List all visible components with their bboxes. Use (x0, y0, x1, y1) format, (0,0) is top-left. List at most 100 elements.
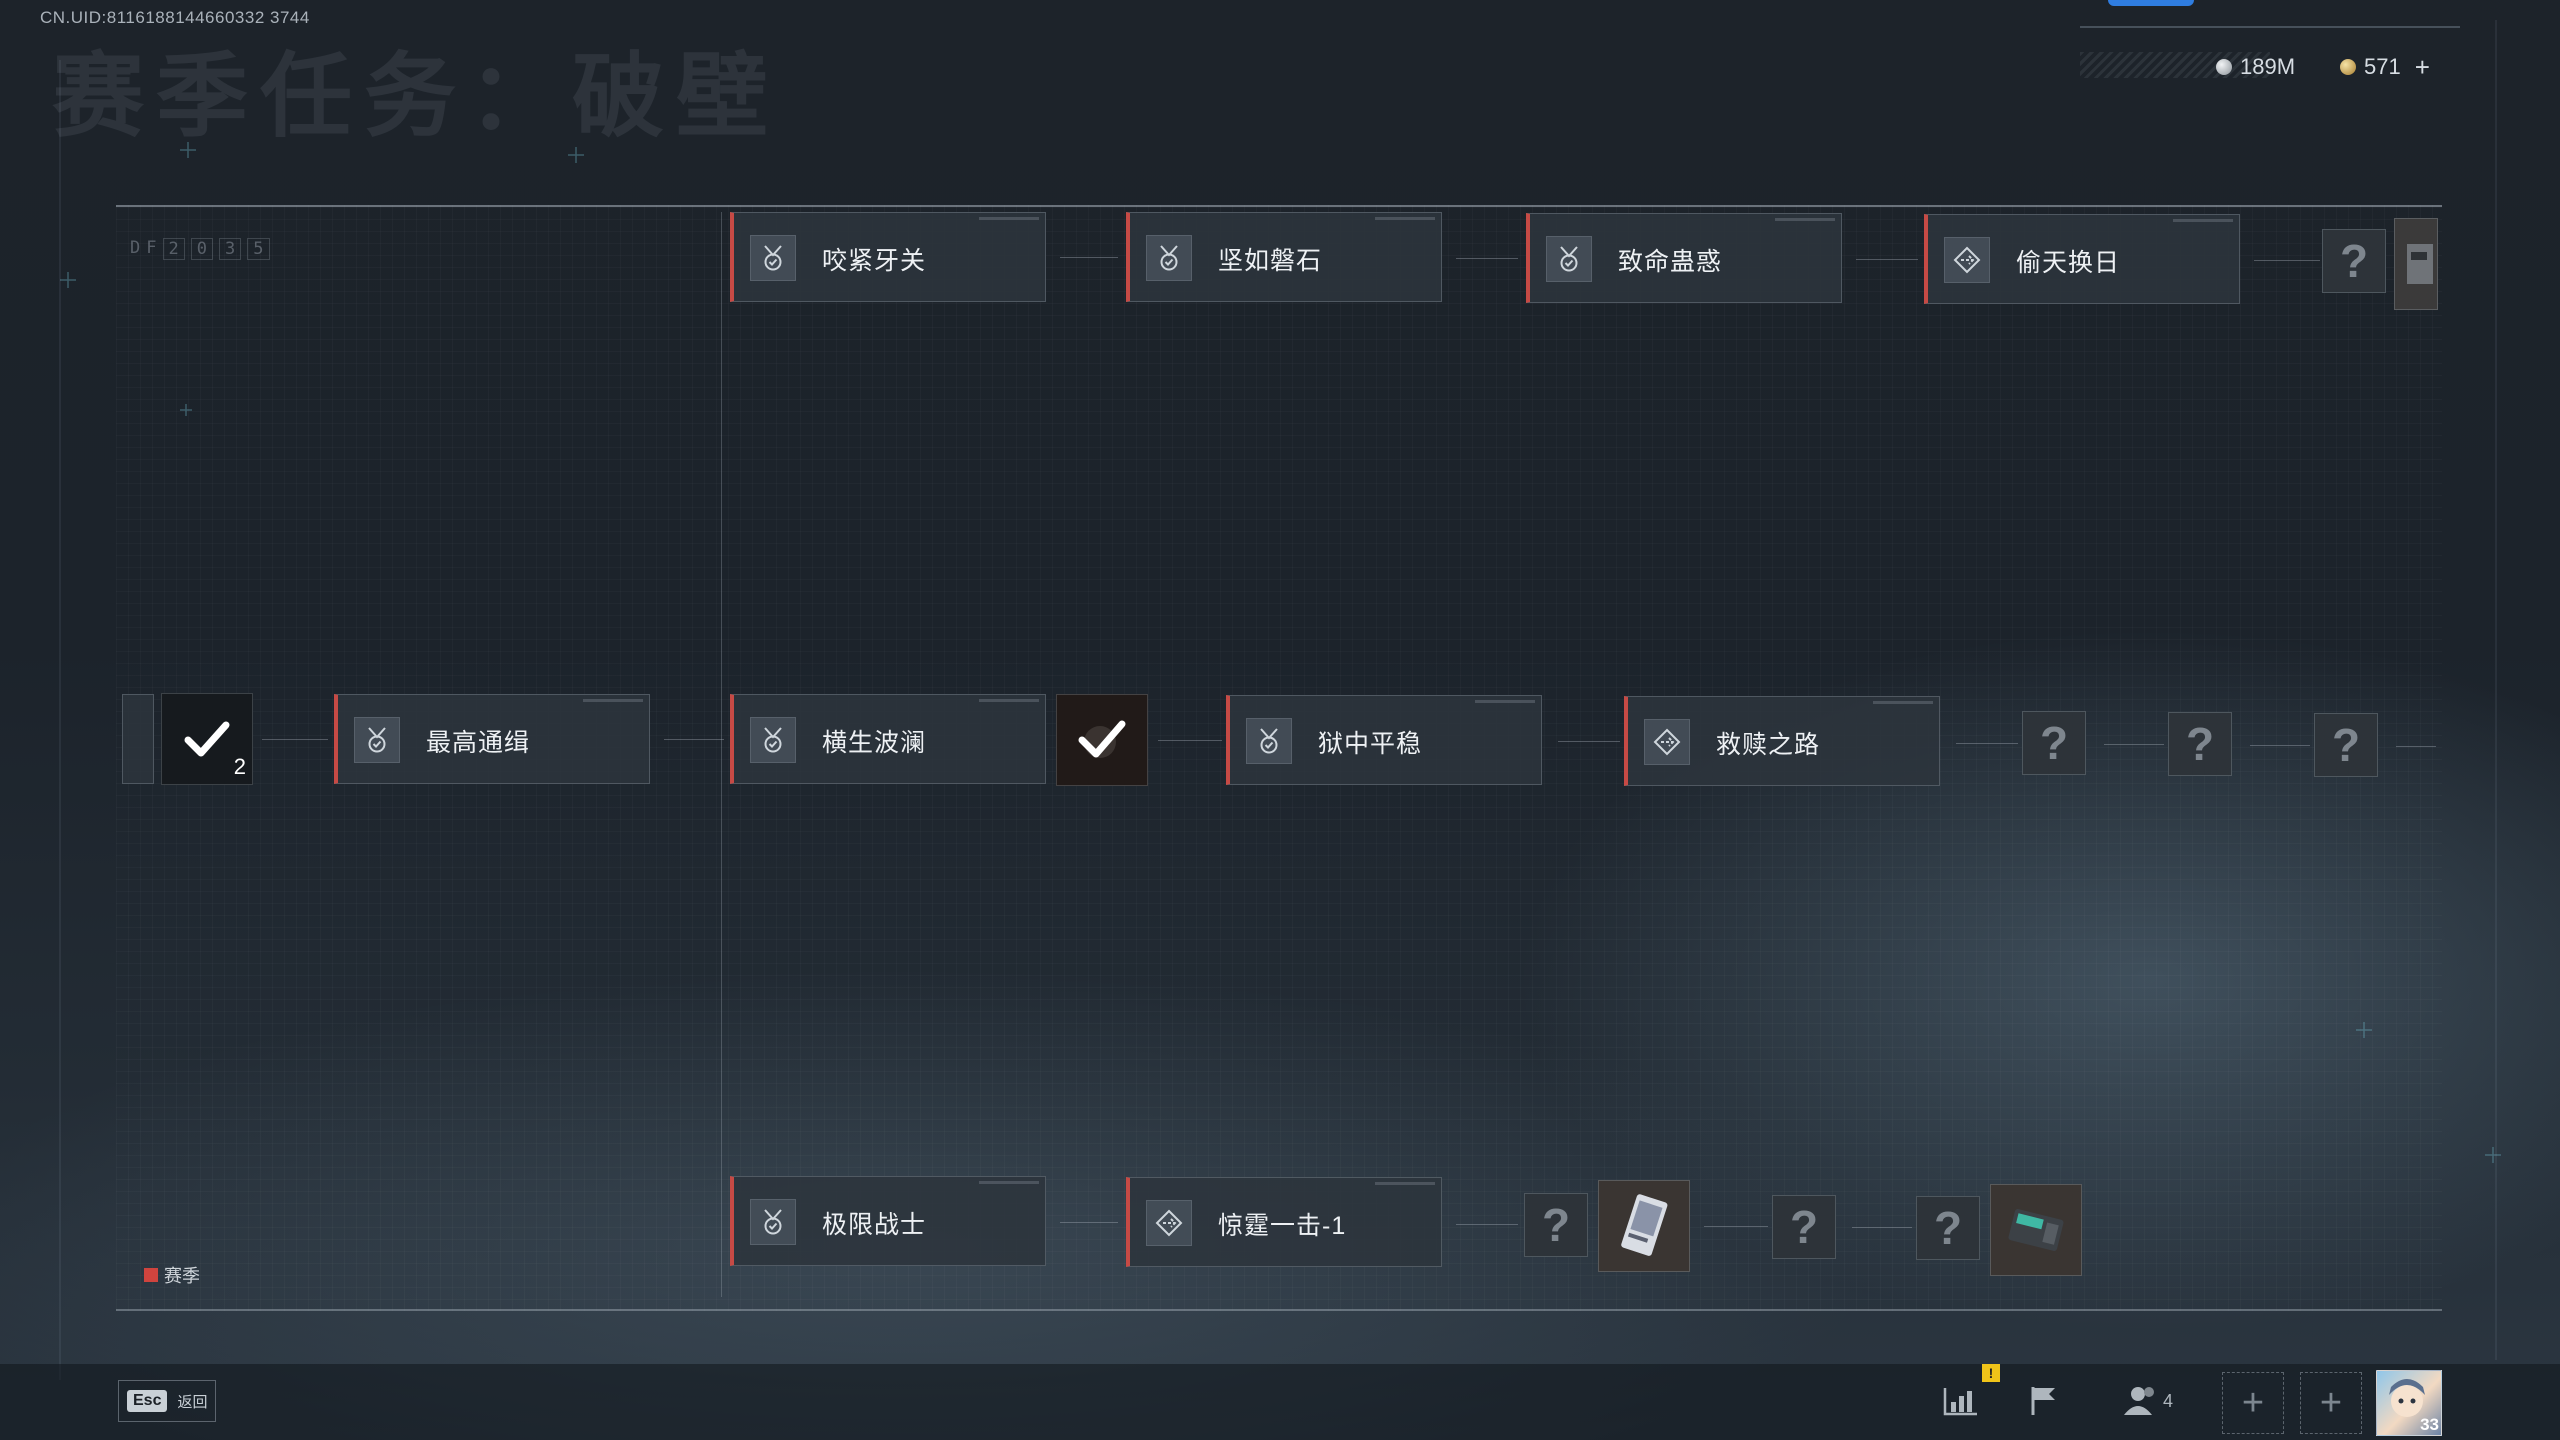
hatch-decoration (2080, 52, 2270, 78)
task-card-row3-1[interactable]: 极限战士 (730, 1176, 1046, 1266)
connector (1060, 1222, 1118, 1223)
card-tick (583, 699, 643, 702)
add-squad-slot-2[interactable]: + (2300, 1372, 2362, 1434)
medal-check-icon (1546, 236, 1592, 282)
task-card-row2-3[interactable]: 狱中平稳 (1226, 695, 1542, 785)
back-button[interactable]: Esc 返回 (118, 1380, 217, 1422)
card-tick (1873, 701, 1933, 704)
currency-gold: 571 + (2340, 54, 2430, 80)
currency-silver-value: 189M (2240, 54, 2296, 79)
unknown-reward[interactable]: ? (2314, 713, 2378, 777)
task-label: 偷天换日 (2016, 249, 2121, 277)
connector (1060, 257, 1118, 258)
connector (1158, 740, 1222, 741)
medal-check-icon (1146, 235, 1192, 281)
connector (2396, 746, 2436, 747)
task-card-row1-2[interactable]: 坚如磐石 (1126, 212, 1442, 302)
avatar[interactable]: 33 (2376, 1370, 2442, 1436)
add-currency-button[interactable]: + (2414, 52, 2430, 82)
card-tick (979, 699, 1039, 702)
task-label: 咬紧牙关 (822, 247, 927, 275)
connector (1704, 1226, 1768, 1227)
reward-item-case[interactable] (1990, 1184, 2082, 1276)
task-card-row1-1[interactable]: 咬紧牙关 (730, 212, 1046, 302)
legend-label: 赛季 (164, 1266, 200, 1286)
connector (1956, 743, 2018, 744)
task-card-row2-1[interactable]: 最高通缉 (334, 694, 650, 784)
alert-badge: ! (1982, 1364, 2000, 1382)
offscreen-card-edge (122, 694, 154, 784)
task-card-row3-2[interactable]: 惊霆一击-1 (1126, 1177, 1442, 1267)
reward-item-partial[interactable] (2394, 218, 2438, 310)
unknown-reward[interactable]: ? (1916, 1196, 1980, 1260)
task-label: 最高通缉 (426, 729, 531, 757)
add-squad-slot-1[interactable]: + (2222, 1372, 2284, 1434)
task-card-row2-2[interactable]: 横生波澜 (730, 694, 1046, 784)
task-label: 横生波澜 (822, 729, 927, 757)
friends-button[interactable]: 4 (2112, 1378, 2182, 1424)
diamond-arrow-icon (1944, 237, 1990, 283)
page-title: 赛季任务：破壁 (52, 46, 781, 148)
panel-divider (721, 212, 722, 1297)
task-label: 惊霆一击-1 (1218, 1212, 1347, 1240)
card-tick (979, 217, 1039, 220)
checkmark-icon (1078, 720, 1126, 758)
currency-silver: 189M (2216, 54, 2295, 80)
diamond-arrow-icon (1644, 719, 1690, 765)
connector (1558, 741, 1620, 742)
users-icon (2123, 1387, 2154, 1415)
task-label: 极限战士 (822, 1211, 927, 1239)
esc-key-badge: Esc (127, 1390, 168, 1412)
medal-check-icon (750, 717, 796, 763)
task-label: 狱中平稳 (1318, 730, 1423, 758)
stats-button[interactable] (1936, 1378, 1986, 1424)
task-card-row1-3[interactable]: 致命蛊惑 (1526, 213, 1842, 303)
completed-reward[interactable]: 2 (161, 693, 253, 785)
currency-gold-value: 571 (2364, 54, 2401, 79)
top-accent-tab (2108, 0, 2194, 6)
gold-coin-icon (2340, 59, 2356, 75)
card-tick (979, 1181, 1039, 1184)
user-uid: CN.UID:8116188144660332 3744 (40, 8, 310, 27)
task-label: 致命蛊惑 (1618, 248, 1723, 276)
checkmark-icon (184, 721, 230, 757)
card-tick (1775, 218, 1835, 221)
connector (1852, 1227, 1912, 1228)
medal-check-icon (750, 1199, 796, 1245)
legend: 赛季 (144, 1262, 200, 1288)
connector (2250, 745, 2310, 746)
friends-count: 4 (2162, 1390, 2173, 1411)
reward-item-card[interactable] (1598, 1180, 1690, 1272)
reward-count: 2 (233, 754, 246, 779)
flag-icon (2031, 1387, 2055, 1415)
diamond-arrow-icon (1146, 1200, 1192, 1246)
connector (262, 739, 328, 740)
connector (664, 739, 724, 740)
unknown-reward[interactable]: ? (2022, 711, 2086, 775)
top-divider (2080, 26, 2460, 28)
medal-check-icon (750, 235, 796, 281)
card-tick (1375, 217, 1435, 220)
unknown-reward[interactable]: ? (1524, 1193, 1588, 1257)
card-tick (2173, 219, 2233, 222)
unknown-reward[interactable]: ? (1772, 1195, 1836, 1259)
task-card-row1-4[interactable]: 偷天换日 (1924, 214, 2240, 304)
medal-check-icon (1246, 718, 1292, 764)
unknown-reward[interactable]: ? (2322, 229, 2386, 293)
back-label: 返回 (177, 1393, 208, 1411)
flag-button[interactable] (2018, 1378, 2068, 1424)
unknown-reward[interactable]: ? (2168, 712, 2232, 776)
completed-reward-item[interactable] (1056, 694, 1148, 786)
bottom-bar (0, 1364, 2560, 1440)
season-color-swatch (144, 1268, 158, 1282)
card-tick (1475, 700, 1535, 703)
keycard-icon (1621, 1194, 1668, 1256)
task-card-row2-4[interactable]: 救赎之路 (1624, 696, 1940, 786)
avatar-level: 33 (2420, 1415, 2439, 1434)
card-tick (1375, 1182, 1435, 1185)
equipment-case-icon (2008, 1209, 2064, 1251)
bar-chart-icon (1943, 1388, 1977, 1416)
silver-coin-icon (2216, 59, 2232, 75)
